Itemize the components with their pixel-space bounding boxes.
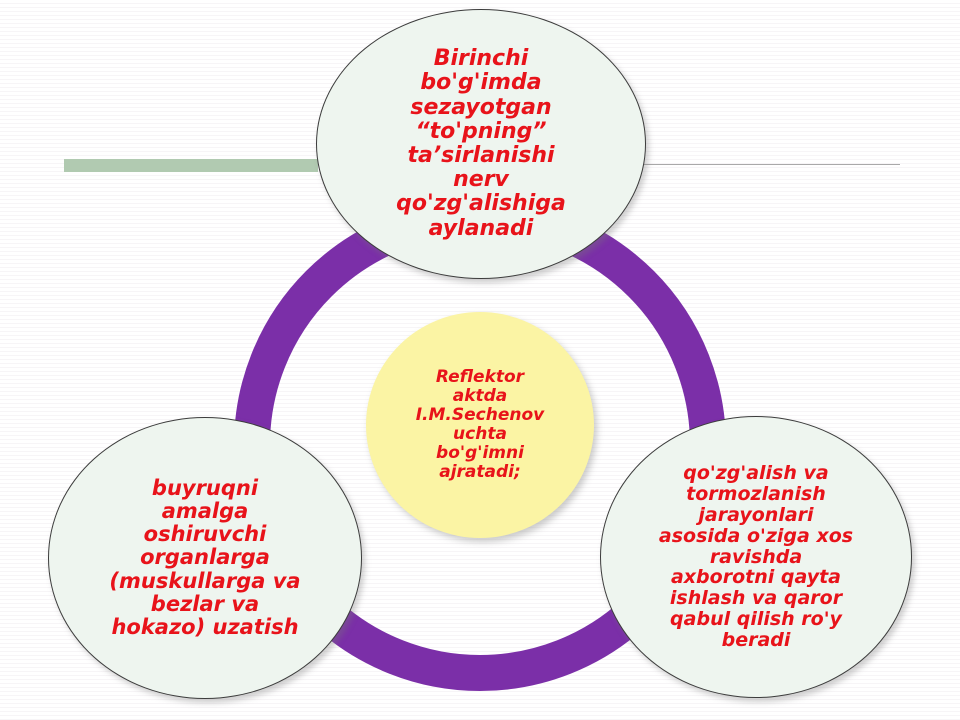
diagram-center-node[interactable]: Reflektor aktda I.M.Sechenov uchta bo'g'…	[366, 312, 594, 538]
diagram-center-node-label: Reflektor aktda I.M.Sechenov uchta bo'g'…	[415, 366, 545, 483]
diagram-node-top[interactable]: Birinchi bo'g'imda sezayotgan “to'pning”…	[316, 9, 646, 279]
diagram-node-bottom-right-label: qo'zg'alish va tormozlanish jarayonlari …	[658, 461, 854, 652]
diagram-node-bottom-right[interactable]: qo'zg'alish va tormozlanish jarayonlari …	[600, 416, 912, 698]
diagram-node-bottom-left-label: buyruqni amalga oshiruvchi organlarga (m…	[109, 476, 301, 639]
diagram-node-top-label: Birinchi bo'g'imda sezayotgan “to'pning”…	[396, 46, 566, 241]
green-accent-bar	[64, 159, 318, 172]
diagram-node-bottom-left[interactable]: buyruqni amalga oshiruvchi organlarga (m…	[48, 417, 362, 699]
